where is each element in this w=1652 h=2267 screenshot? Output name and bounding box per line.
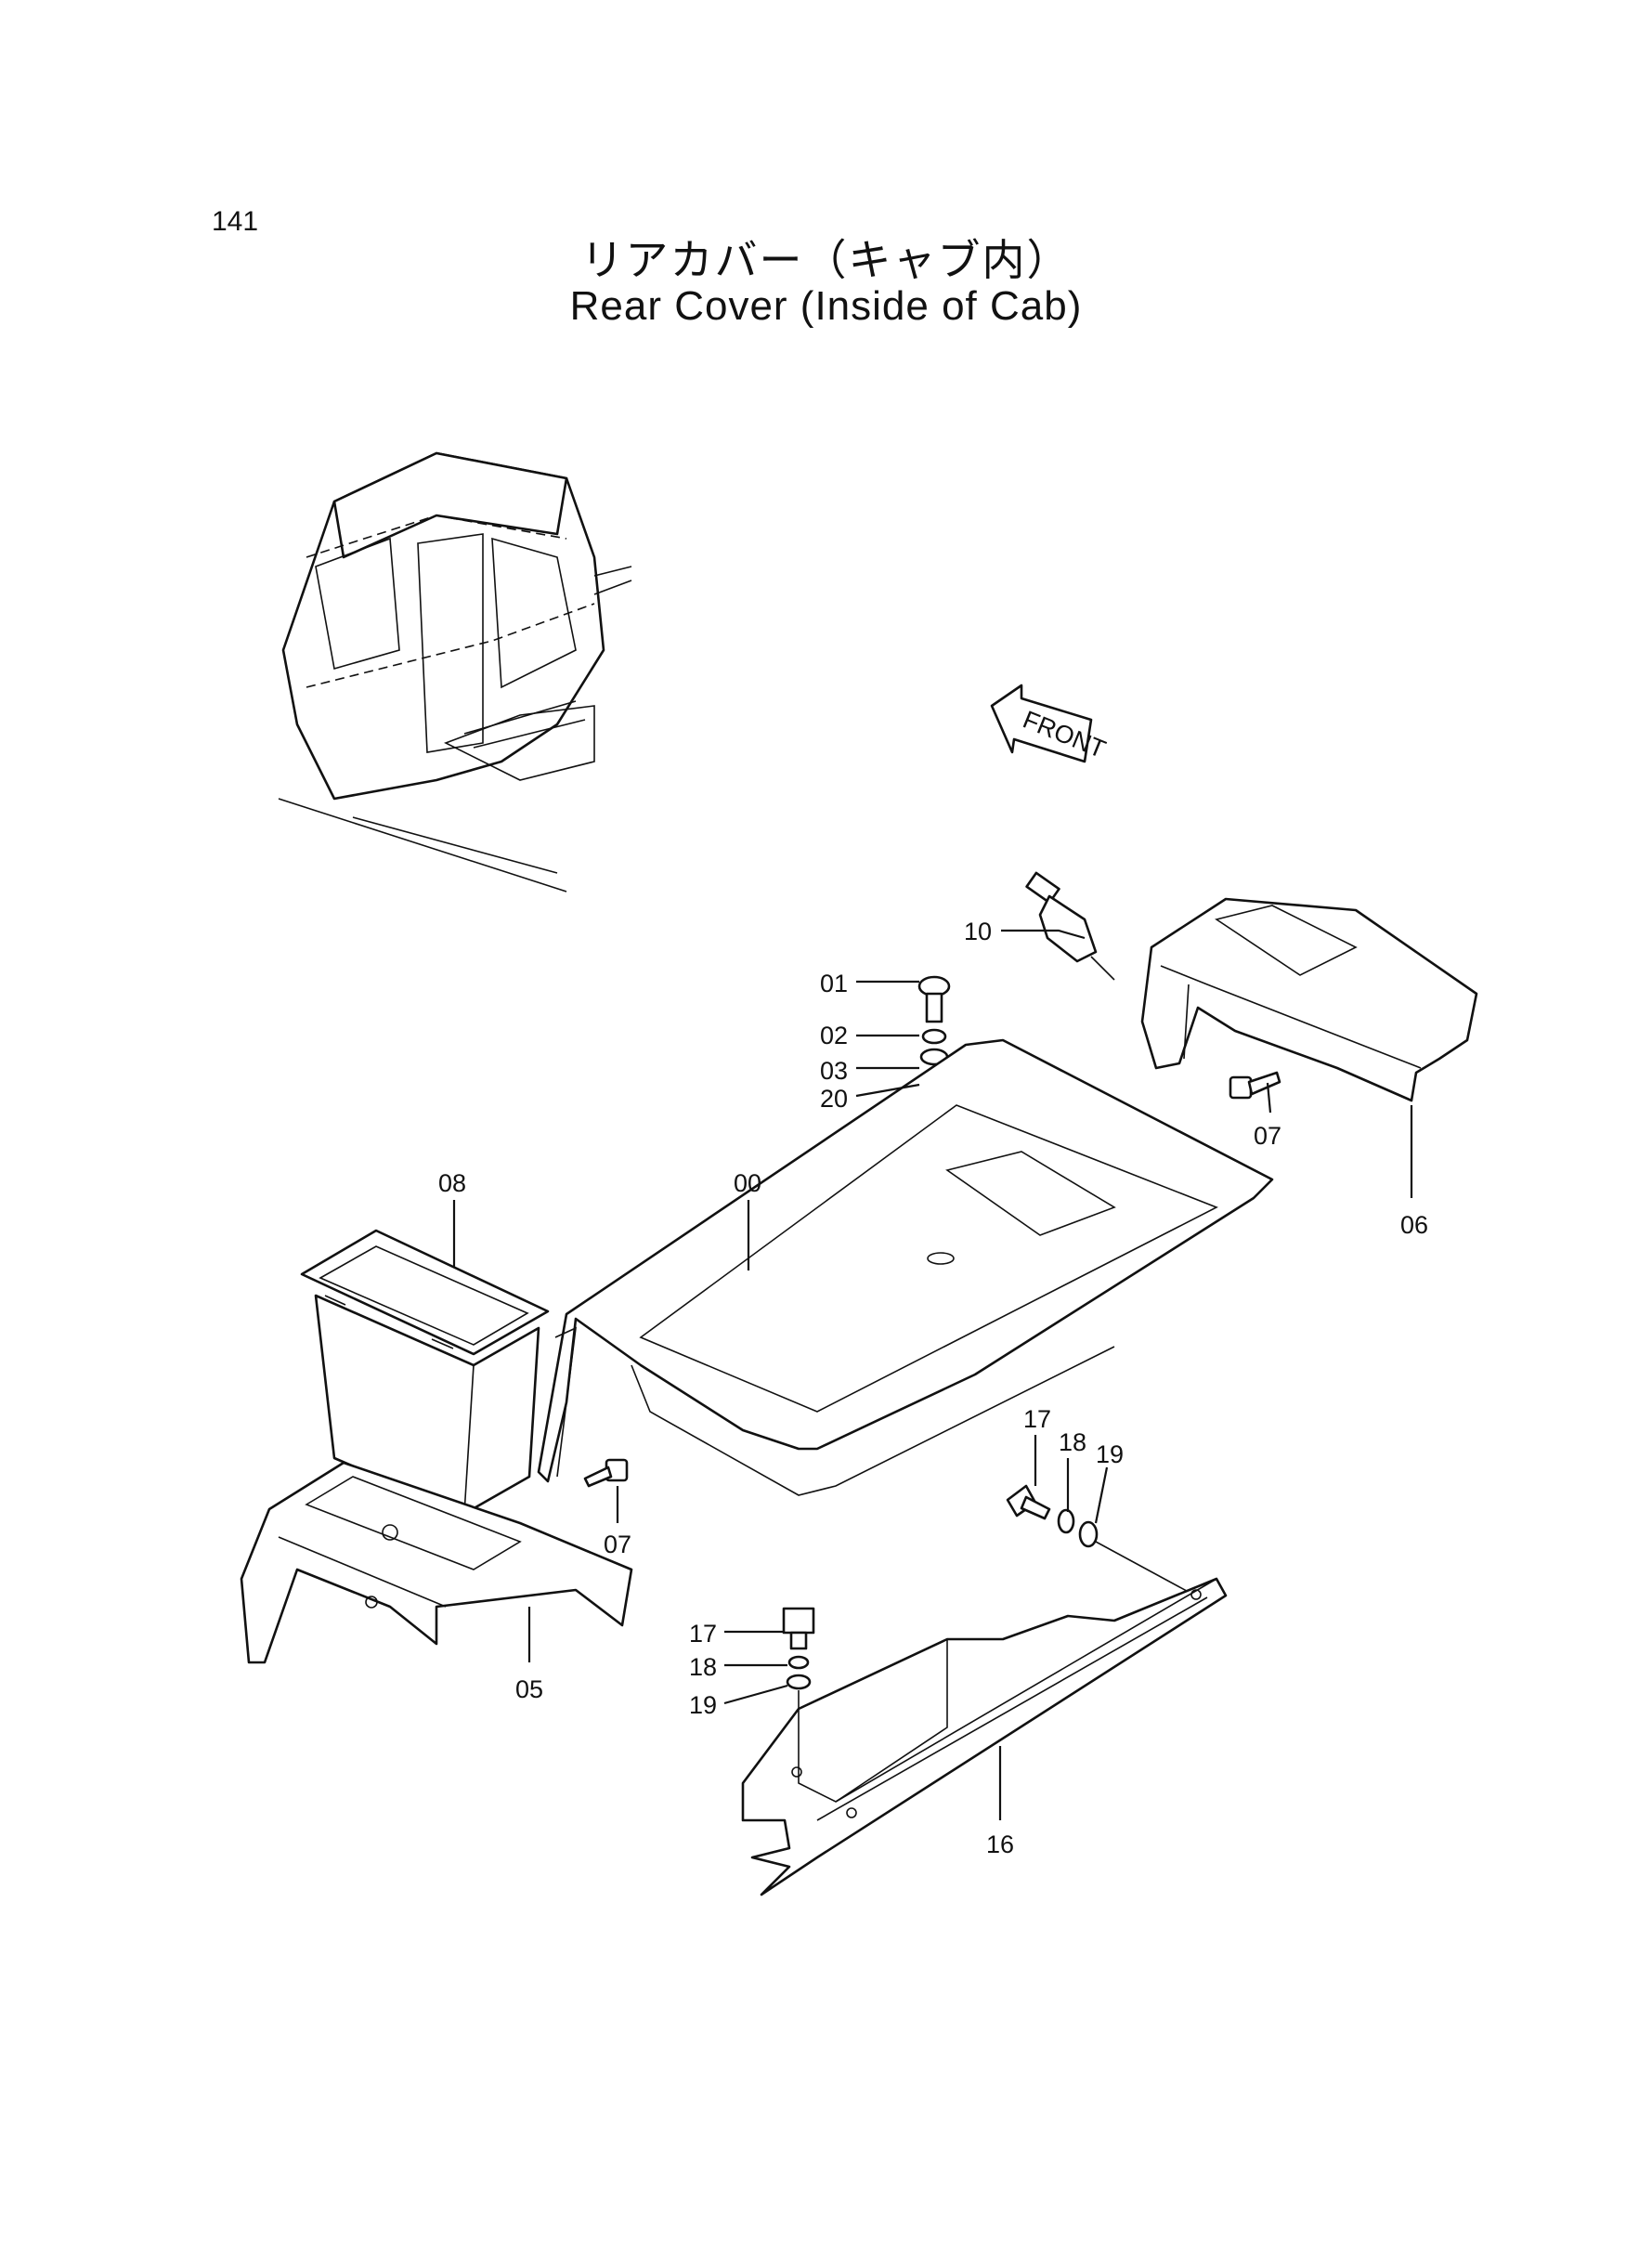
part-17-bolt-upper [1006, 1484, 1051, 1520]
callout-07-left: 07 [604, 1531, 631, 1558]
part-10-plug [1025, 871, 1115, 981]
callout-20: 20 [820, 1085, 848, 1113]
callout-06: 06 [1400, 1211, 1428, 1239]
part-01-screw [917, 975, 951, 1023]
callout-00: 00 [734, 1169, 761, 1197]
callout-10: 10 [964, 918, 992, 945]
callout-19-lower: 19 [689, 1691, 717, 1719]
part-19-washer-upper [1078, 1520, 1099, 1548]
part-06-right-cover [1140, 897, 1478, 1102]
callout-03: 03 [820, 1057, 848, 1085]
part-00-rear-cover [537, 1038, 1274, 1496]
cab-overview-illustration [278, 451, 632, 892]
part-05-left-cover [240, 1461, 633, 1664]
part-18-spring-washer-upper [1057, 1508, 1075, 1534]
page-number: 141 [212, 206, 259, 237]
part-18-spring-washer-lower [787, 1655, 810, 1670]
part-02-spring-washer [921, 1028, 947, 1045]
part-07-screw-left [583, 1458, 629, 1488]
callout-18-lower: 18 [689, 1653, 717, 1681]
front-direction-arrow: FRONT [990, 684, 1110, 763]
callout-16: 16 [986, 1831, 1014, 1858]
callout-19-upper: 19 [1096, 1440, 1124, 1468]
page-title-english: Rear Cover (Inside of Cab) [569, 283, 1083, 329]
callout-17-upper: 17 [1023, 1405, 1051, 1433]
callout-labels: 01 02 03 20 10 07 06 08 00 07 05 17 18 1… [438, 918, 1428, 1858]
part-07-screw-right [1229, 1071, 1281, 1100]
callout-05: 05 [515, 1675, 543, 1703]
page-title-japanese: リアカバー（キャブ内） [580, 235, 1072, 285]
callout-07-right: 07 [1254, 1122, 1281, 1150]
part-17-bolt-lower [782, 1607, 815, 1650]
callout-01: 01 [820, 970, 848, 997]
part-16-plate [741, 1577, 1228, 1896]
callout-17-lower: 17 [689, 1620, 717, 1648]
part-19-washer-lower [786, 1674, 812, 1690]
callout-08: 08 [438, 1169, 466, 1197]
part-08-box [300, 1229, 550, 1516]
leader-lines [452, 929, 1413, 1820]
callout-18-upper: 18 [1059, 1428, 1086, 1456]
callout-02: 02 [820, 1022, 848, 1049]
